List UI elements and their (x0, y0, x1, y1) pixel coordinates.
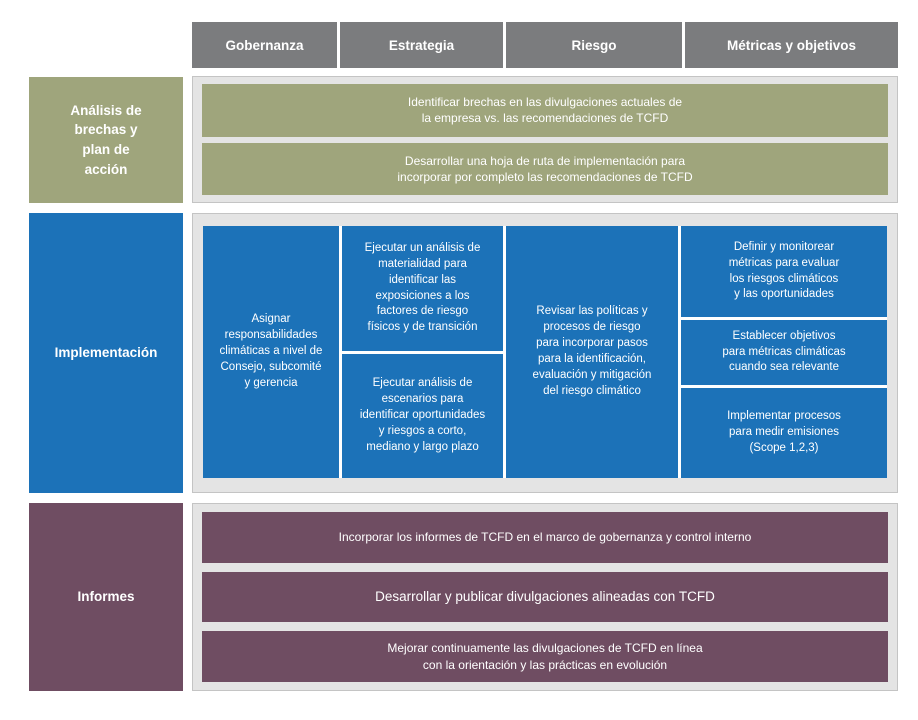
implementation-col-metricas: Definir y monitorear métricas para evalu… (681, 226, 887, 478)
gap-analysis-task-roadmap: Desarrollar una hoja de ruta de implemen… (202, 142, 888, 195)
task-cell-define-metrics: Definir y monitorear métricas para evalu… (681, 226, 887, 317)
implementation-tray: Asignar responsabilidades climáticas a n… (192, 213, 898, 493)
task-cell-review-risk-policies: Revisar las políticas y procesos de ries… (506, 226, 678, 478)
reports-task-improve: Mejorar continuamente las divulgaciones … (202, 631, 888, 683)
task-cell-materiality-analysis: Ejecutar un análisis de materialidad par… (342, 226, 503, 351)
task-cell-set-targets: Establecer objetivos para métricas climá… (681, 320, 887, 385)
column-header-riesgo: Riesgo (503, 22, 682, 68)
column-header-metricas: Métricas y objetivos (682, 22, 898, 68)
task-cell-scenario-analysis: Ejecutar análisis de escenarios para ide… (342, 354, 503, 478)
gap-analysis-task-identify: Identificar brechas en las divulgaciones… (202, 84, 888, 137)
implementation-col-estrategia: Ejecutar un análisis de materialidad par… (342, 226, 503, 478)
reports-task-incorporate: Incorporar los informes de TCFD en el ma… (202, 512, 888, 563)
implementation-col-gobernanza: Asignar responsabilidades climáticas a n… (203, 226, 339, 478)
gap-analysis-tray: Identificar brechas en las divulgaciones… (192, 76, 898, 203)
row-label-gap-analysis: Análisis de brechas y plan de acción (29, 77, 183, 203)
reports-tray: Incorporar los informes de TCFD en el ma… (192, 503, 898, 691)
row-label-implementation: Implementación (29, 213, 183, 493)
column-header-gobernanza: Gobernanza (192, 22, 337, 68)
reports-task-publish: Desarrollar y publicar divulgaciones ali… (202, 571, 888, 623)
row-label-reports: Informes (29, 503, 183, 691)
implementation-grid: Asignar responsabilidades climáticas a n… (203, 226, 887, 478)
column-header-row: Gobernanza Estrategia Riesgo Métricas y … (192, 22, 898, 68)
implementation-col-riesgo: Revisar las políticas y procesos de ries… (506, 226, 678, 478)
column-header-estrategia: Estrategia (337, 22, 503, 68)
task-cell-assign-responsibilities: Asignar responsabilidades climáticas a n… (203, 226, 339, 478)
task-cell-measure-emissions: Implementar procesos para medir emisione… (681, 388, 887, 478)
